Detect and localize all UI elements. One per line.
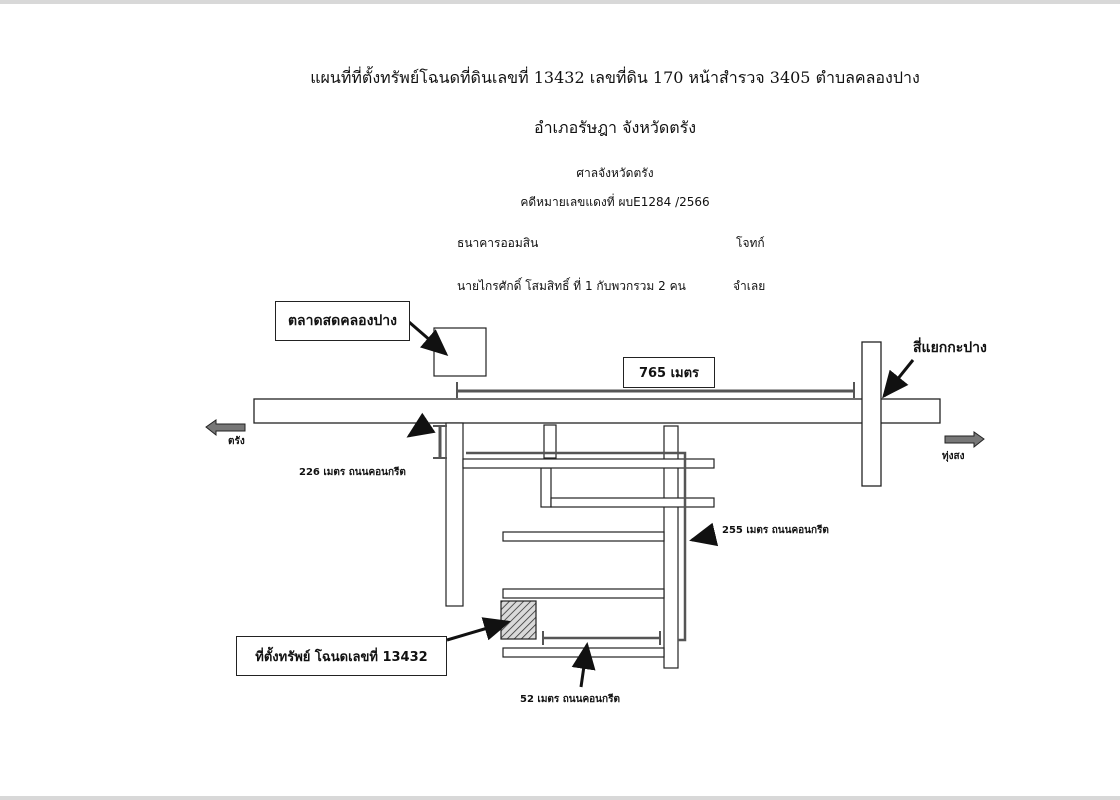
- market-arrow: [408, 320, 449, 356]
- road-226-label: 226 เมตร ถนนคอนกรีต: [299, 467, 406, 478]
- map-subtitle: อำเภอรัษฎา จังหวัดตรัง: [533, 118, 697, 137]
- distance-765-label: 765 เมตร: [623, 357, 715, 388]
- defendant-role: จำเลย: [733, 279, 766, 293]
- court-name: ศาลจังหวัดตรัง: [576, 166, 654, 180]
- property-parcel: [500, 600, 537, 640]
- road255-arrow: [689, 522, 719, 547]
- left-direction-arrow: [205, 419, 246, 437]
- case-number: คดีหมายเลขแดงที่ ผบE1284 /2566: [520, 195, 710, 209]
- stub-road-lower: [540, 467, 552, 508]
- road-52-label: 52 เมตร ถนนคอนกรีต: [520, 694, 620, 705]
- road52-arrow: [571, 642, 596, 688]
- plaintiff-name: ธนาคารออมสิน: [457, 236, 539, 250]
- map-title: แผนที่ที่ตั้งทรัพย์โฉนดที่ดินเลขที่ 1343…: [310, 68, 920, 87]
- road226-arrow: [406, 412, 436, 438]
- intersection-label: สี่แยกกะปาง: [913, 340, 987, 356]
- dimension-255: [466, 451, 687, 642]
- side-road-255: [663, 425, 679, 669]
- soi-5: [502, 647, 665, 658]
- soi-2: [550, 497, 715, 508]
- stub-road: [543, 424, 557, 459]
- main-road: [253, 398, 941, 424]
- page-top-edge: [0, 0, 1120, 4]
- soi-3: [502, 531, 665, 542]
- right-direction-arrow: [944, 431, 985, 449]
- right-direction-label: ทุ่งสง: [942, 451, 965, 462]
- road-255-label: 255 เมตร ถนนคอนกรีต: [722, 525, 829, 536]
- page-bottom-edge: [0, 796, 1120, 800]
- cross-road: [861, 341, 882, 487]
- market-label: ตลาดสดคลองปาง: [275, 301, 410, 341]
- property-label: ที่ตั้งทรัพย์ โฉนดเลขที่ 13432: [236, 636, 447, 676]
- soi-1: [462, 458, 715, 469]
- left-direction-label: ตรัง: [228, 436, 245, 447]
- property-arrow: [446, 617, 511, 642]
- intersection-arrow: [882, 359, 915, 399]
- side-road-226: [445, 422, 464, 607]
- plaintiff-role: โจทก์: [736, 236, 765, 250]
- defendant-name: นายไกรศักดิ์ โสมสิทธิ์ ที่ 1 กับพวกรวม 2…: [457, 279, 686, 293]
- soi-4: [502, 588, 665, 599]
